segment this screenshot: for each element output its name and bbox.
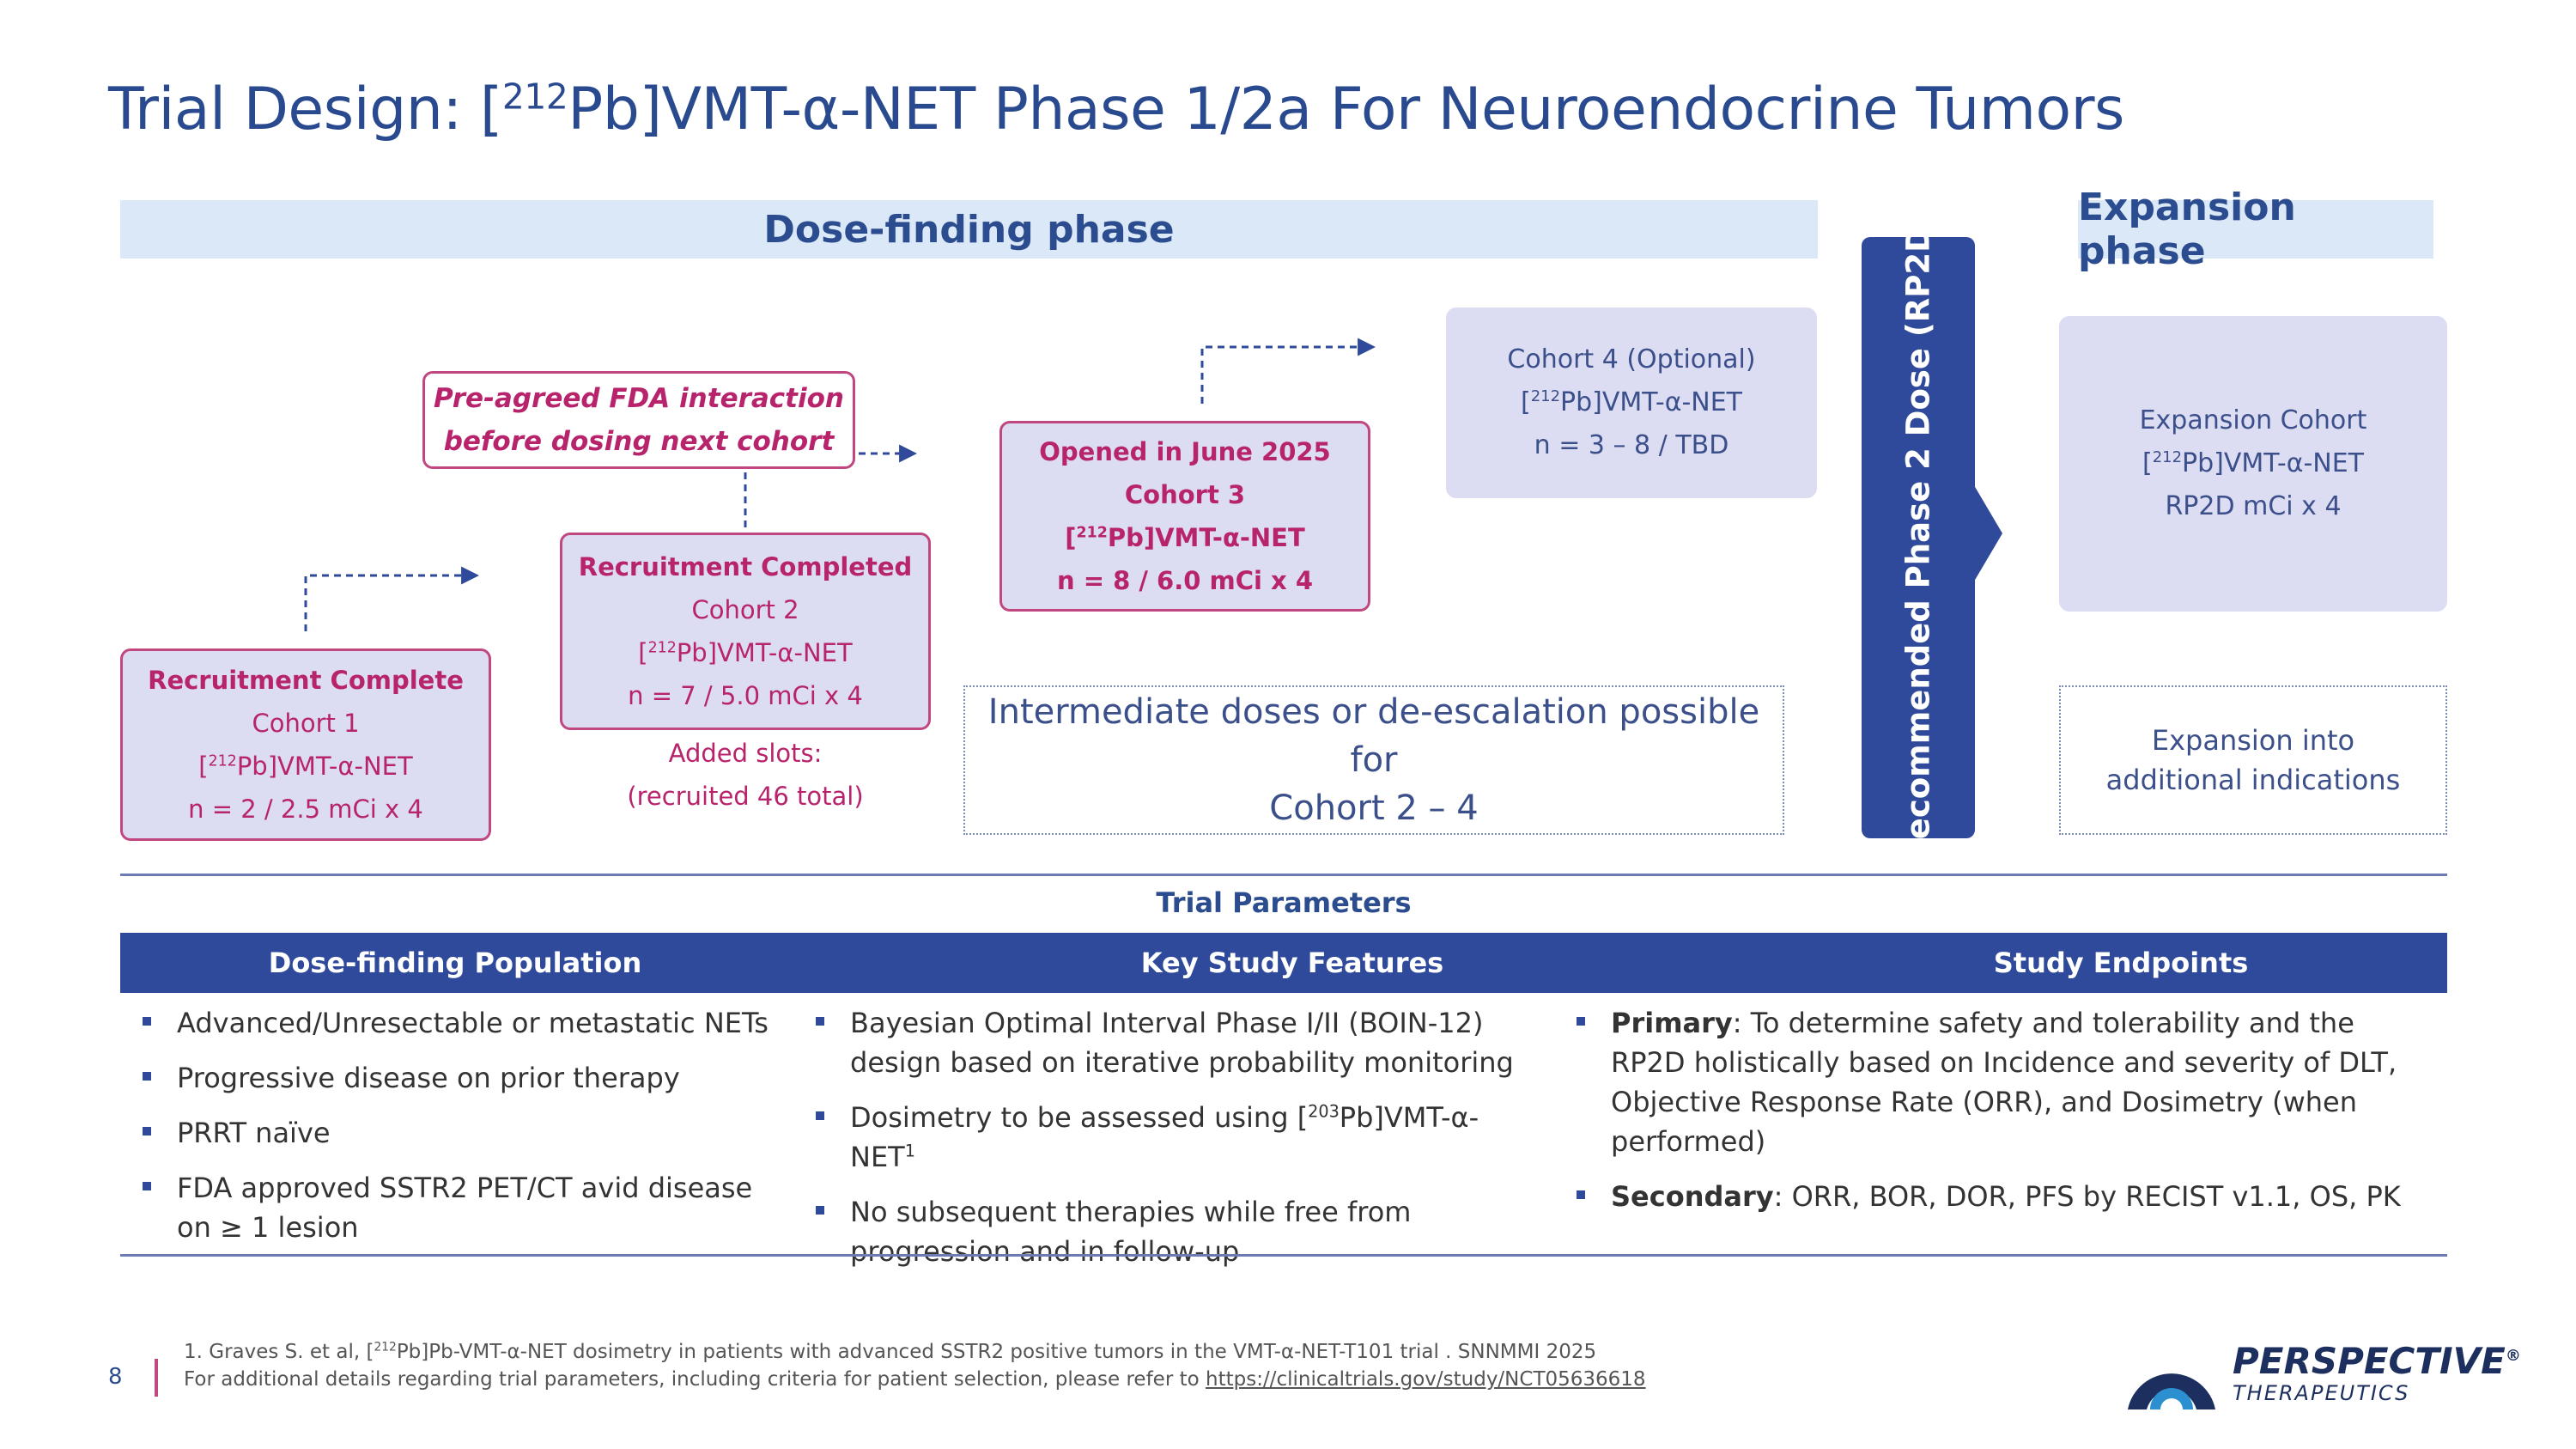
expansion-band: Expansion phase — [2078, 186, 2433, 273]
trial-parameters-title: Trial Parameters — [1156, 886, 1412, 919]
clinicaltrials-link[interactable]: https://clinicaltrials.gov/study/NCT0563… — [1206, 1368, 1646, 1391]
cohort-2-note: Added slots: (recruited 46 total) — [627, 739, 864, 811]
divider-top — [120, 874, 2447, 876]
list-item: Primary: To determine safety and tolerab… — [1571, 1003, 2430, 1161]
list-item: FDA approved SSTR2 PET/CT avid disease o… — [137, 1168, 790, 1247]
intermediate-doses-box: Intermediate doses or de-escalation poss… — [963, 685, 1784, 835]
cohort-3-box: Opened in June 2025 Cohort 3 [212Pb]VMT-… — [999, 421, 1370, 612]
fda-interaction-box: Pre-agreed FDA interaction before dosing… — [422, 371, 855, 469]
endpoints-list: Primary: To determine safety and tolerab… — [1571, 1003, 2430, 1232]
rp2d-chevron — [1971, 481, 2002, 586]
list-item: Progressive disease on prior therapy — [137, 1058, 790, 1098]
page-title: Trial Design: [212Pb]VMT-α-NET Phase 1/2… — [108, 76, 2124, 143]
list-item: Bayesian Optimal Interval Phase I/II (BO… — [811, 1003, 1540, 1082]
dose-finding-band: Dose-finding phase — [120, 200, 1818, 259]
population-list: Advanced/Unresectable or metastatic NETs… — [137, 1003, 790, 1263]
arrow-cohort3-to-cohort4 — [1200, 338, 1376, 404]
page-number: 8 — [108, 1364, 123, 1390]
rp2d-bar: Recommended Phase 2 Dose (RP2D) — [1862, 211, 1975, 864]
footnote-2: For additional details regarding trial p… — [184, 1368, 1646, 1391]
divider-bottom — [120, 1254, 2447, 1257]
logo-wordmark: PERSPECTIVE® THERAPEUTICS — [2233, 1340, 2521, 1406]
col-header-population: Dose-finding Population — [268, 947, 642, 979]
expansion-indications-box: Expansion into additional indications — [2059, 685, 2447, 835]
footer-divider — [155, 1359, 158, 1397]
footnote-1: 1. Graves S. et al, [212Pb]Pb-VMT-α-NET … — [184, 1340, 1597, 1363]
arrow-cohort1-to-cohort2 — [304, 566, 480, 631]
cohort-1-box: Recruitment Complete Cohort 1 [212Pb]VMT… — [120, 648, 491, 841]
list-item: Advanced/Unresectable or metastatic NETs — [137, 1003, 790, 1043]
features-list: Bayesian Optimal Interval Phase I/II (BO… — [811, 1003, 1540, 1287]
perspective-logo-icon — [2128, 1373, 2215, 1409]
expansion-cohort-box: Expansion Cohort [212Pb]VMT-α-NET RP2D m… — [2059, 316, 2447, 612]
col-header-endpoints: Study Endpoints — [1993, 947, 2249, 979]
cohort-4-box: Cohort 4 (Optional) [212Pb]VMT-α-NET n =… — [1446, 307, 1817, 498]
list-item: No subsequent therapies while free from … — [811, 1192, 1540, 1271]
list-item: PRRT naïve — [137, 1113, 790, 1153]
col-header-features: Key Study Features — [1140, 947, 1444, 979]
parameters-header-bar: Dose-finding Population Key Study Featur… — [120, 933, 2447, 993]
list-item: Secondary: ORR, BOR, DOR, PFS by RECIST … — [1571, 1177, 2430, 1216]
list-item: Dosimetry to be assessed using [203Pb]VM… — [811, 1098, 1540, 1177]
footer-references: 1. Graves S. et al, [212Pb]Pb-VMT-α-NET … — [184, 1338, 1729, 1393]
cohort-2-box: Recruitment Completed Cohort 2 [212Pb]VM… — [560, 533, 931, 730]
